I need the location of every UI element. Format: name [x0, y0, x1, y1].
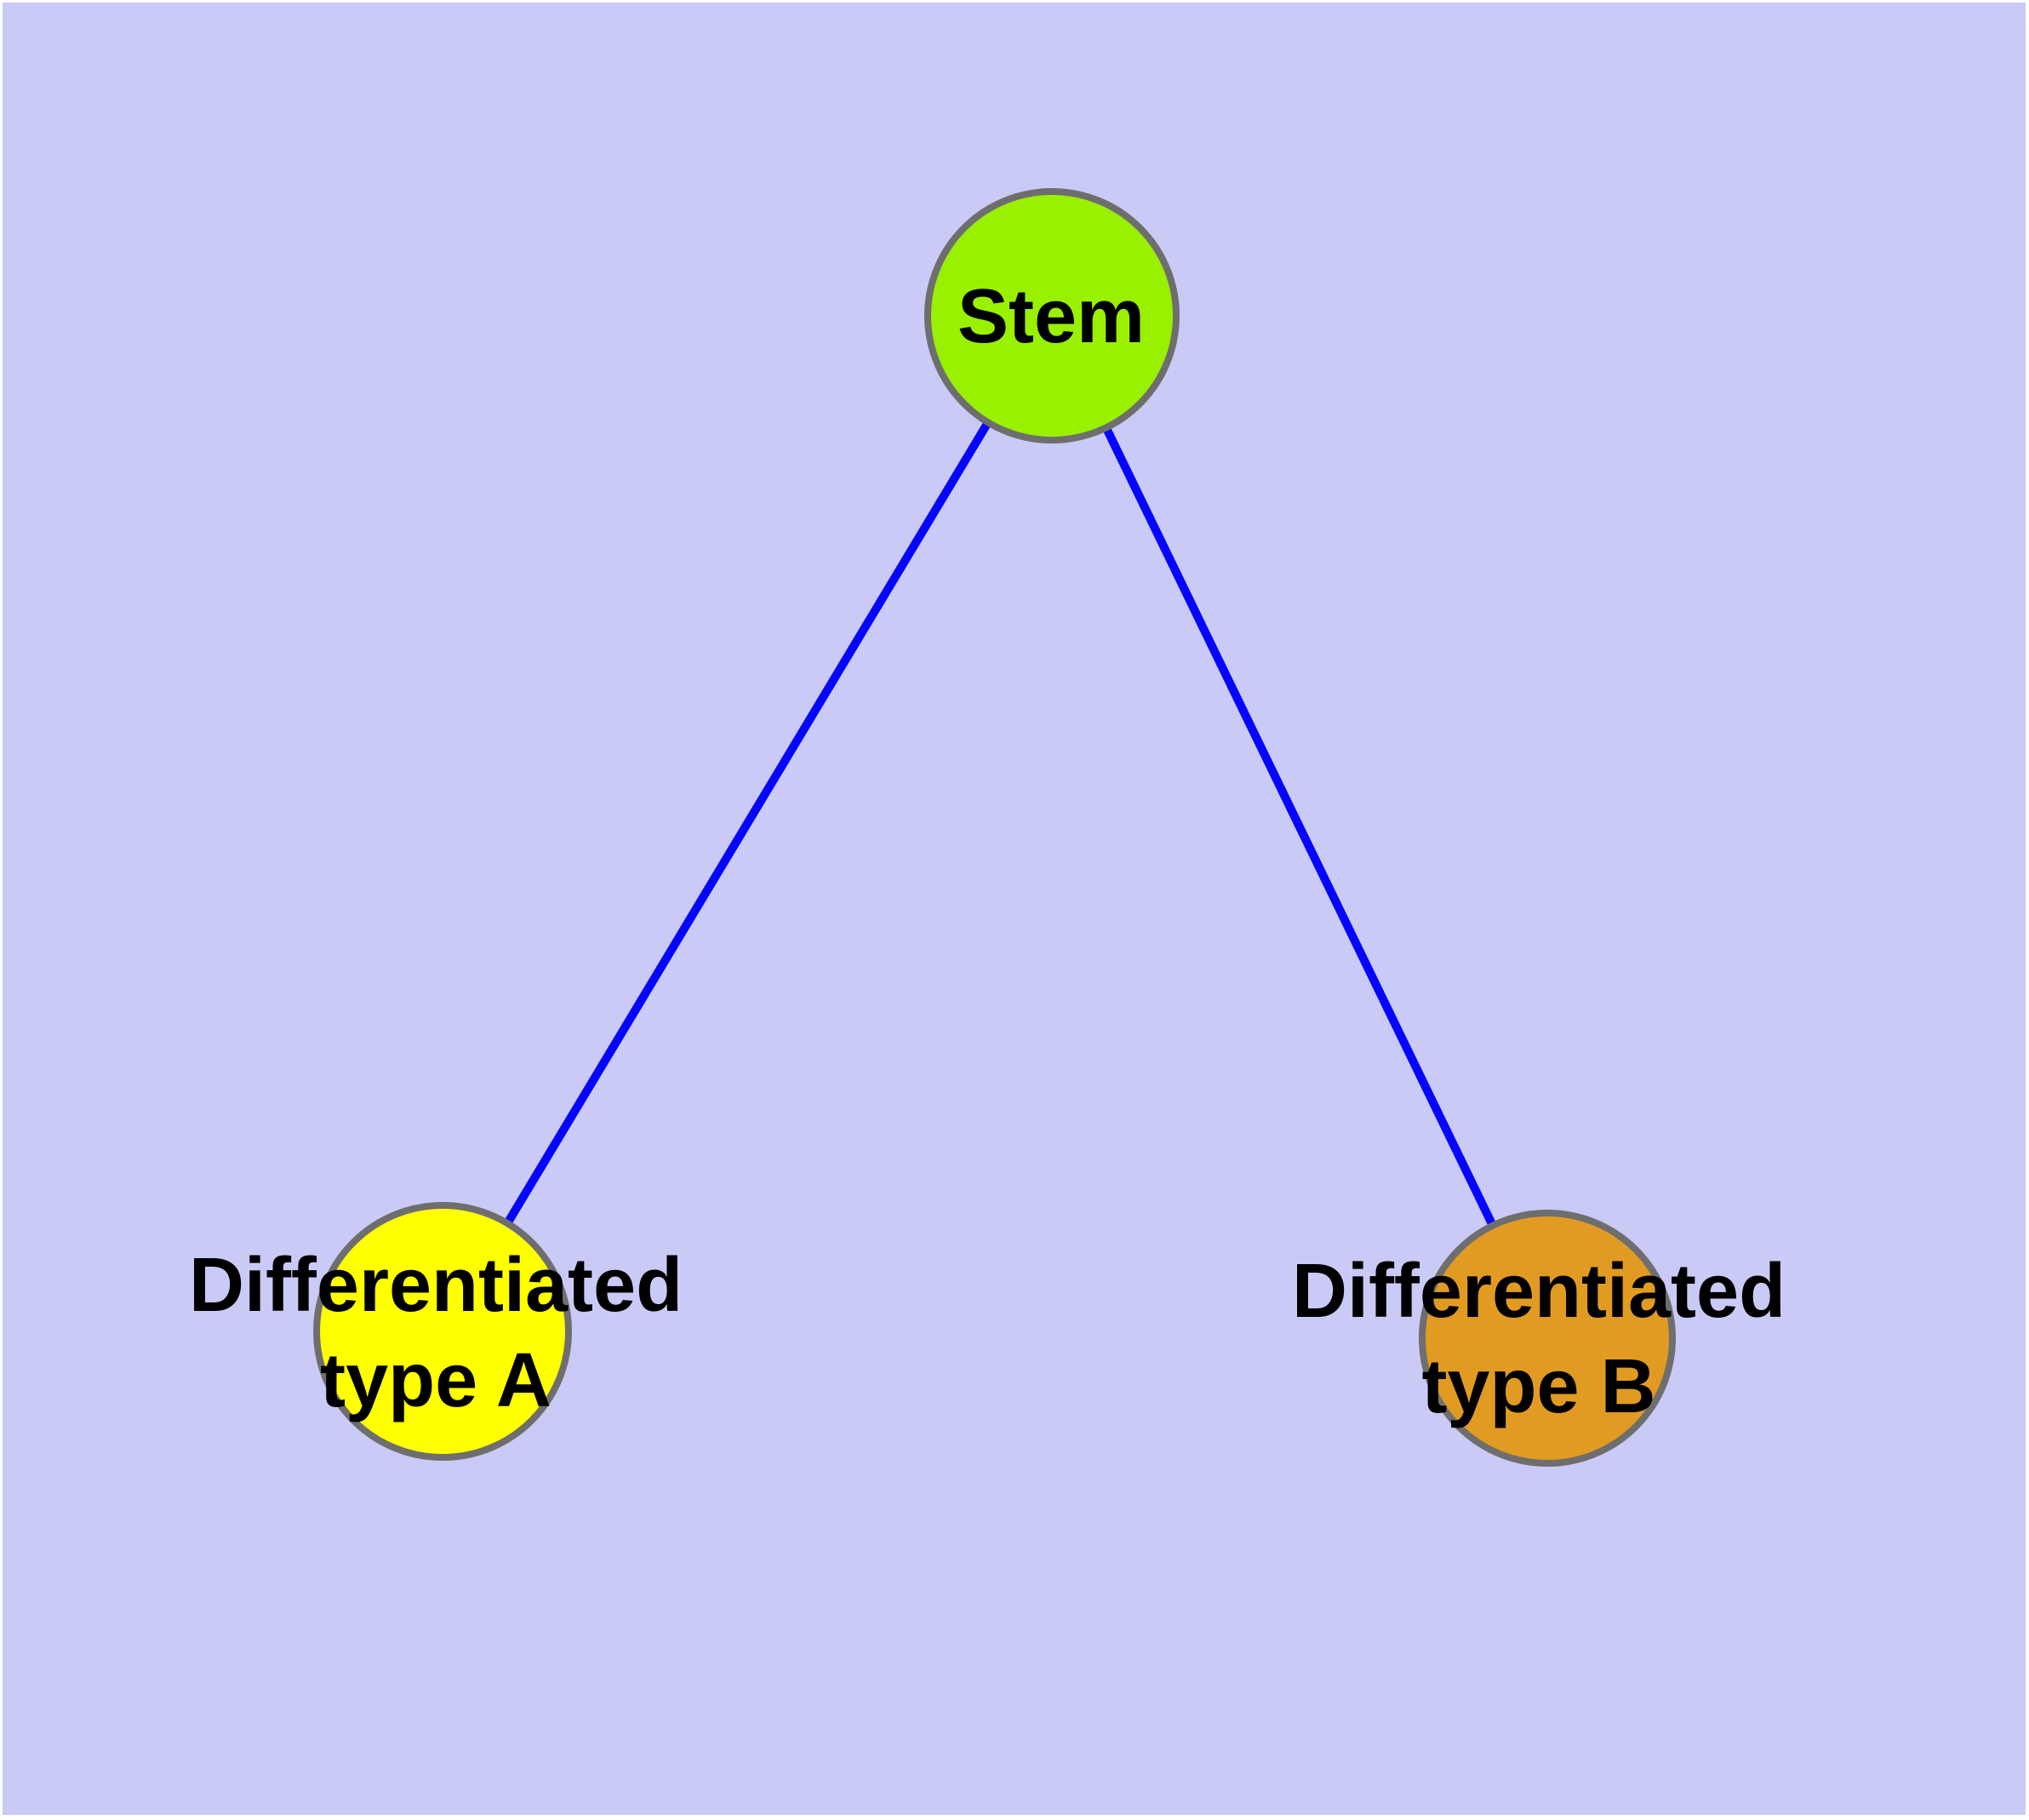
node-stem-label: Stem [957, 269, 1145, 364]
node-differentiated-type-a [313, 1202, 572, 1461]
edge-stem-to-type-b [1048, 312, 1552, 1342]
node-type-b-label: Differentiated type B [1292, 1244, 1786, 1434]
node-differentiated-type-b [1419, 1210, 1676, 1467]
edge-stem-to-type-a [438, 312, 1056, 1336]
node-type-a-label: Differentiated type A [189, 1238, 683, 1428]
node-stem-label-line: Stem [957, 274, 1146, 359]
node-type-b-label-line1: Differentiated [1291, 1249, 1786, 1334]
node-type-a-label-line1: Differentiated [188, 1243, 683, 1328]
node-type-b-label-line2: type B [1421, 1344, 1656, 1429]
node-type-a-label-line2: type A [320, 1338, 552, 1423]
node-stem [924, 188, 1180, 444]
